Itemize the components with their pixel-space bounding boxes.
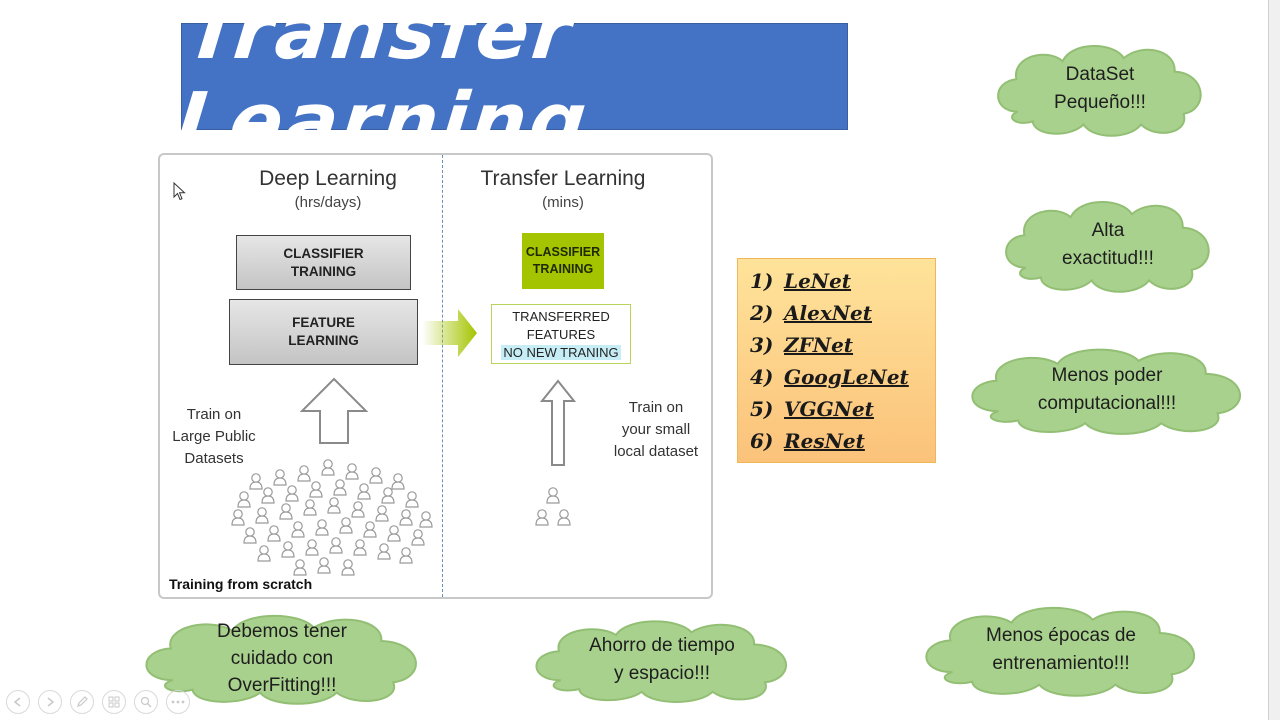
cloud-compute: Menos poder computacional!!! xyxy=(959,344,1255,436)
deep-learning-duration: (hrs/days) xyxy=(294,194,362,211)
cloud-text-line: Menos poder xyxy=(1051,365,1163,386)
see-all-slides-button[interactable] xyxy=(102,690,126,714)
pen-tool-button[interactable] xyxy=(70,690,94,714)
pen-icon xyxy=(77,696,88,707)
cloud-text-line: computacional!!! xyxy=(1037,393,1177,414)
list-name: GoogLeNet xyxy=(784,365,909,389)
mouse-pointer-icon xyxy=(173,182,186,201)
list-number: 1) xyxy=(750,269,774,293)
box-label: TRANSFERRED xyxy=(512,309,610,324)
previous-slide-button[interactable] xyxy=(6,690,30,714)
slim-arrow-up-icon xyxy=(540,379,576,466)
cloud-text-line: y espacio!!! xyxy=(613,663,711,684)
side-text-line: Large Public xyxy=(172,428,256,445)
side-text-line: Train on xyxy=(186,406,242,423)
cloud-text-line: Menos épocas de xyxy=(986,625,1136,646)
side-text-line: Train on xyxy=(628,399,684,416)
list-item: 2) AlexNet xyxy=(750,297,935,329)
train-large-dataset-label: Train on Large Public Datasets xyxy=(160,404,268,470)
list-name: AlexNet xyxy=(784,301,873,325)
train-small-dataset-label: Train on your small local dataset xyxy=(600,397,712,463)
deep-learning-heading: Deep Learning xyxy=(259,167,397,190)
list-number: 6) xyxy=(750,429,774,453)
ellipsis-icon xyxy=(171,700,185,704)
list-number: 4) xyxy=(750,365,774,389)
cloud-text-line: Debemos tener xyxy=(217,620,347,642)
cloud-text-line: cuidado con xyxy=(230,647,334,669)
presentation-toolbar xyxy=(6,690,190,716)
classifier-training-box: CLASSIFIER TRAINING xyxy=(236,235,411,290)
transfer-classifier-training-box: CLASSIFIER TRAINING xyxy=(522,233,604,289)
cloud-shape xyxy=(524,616,800,704)
cloud-text-line: OverFitting!!! xyxy=(227,674,337,696)
vertical-scrollbar[interactable] xyxy=(1268,0,1280,720)
dashed-divider xyxy=(442,155,443,597)
small-dataset-people-icon xyxy=(535,487,571,526)
list-number: 3) xyxy=(750,333,774,357)
box-label: FEATURES xyxy=(526,327,596,342)
feature-learning-box: FEATURE LEARNING xyxy=(229,299,418,365)
side-text-line: your small xyxy=(621,421,691,438)
cnn-architectures-list: 1) LeNet 2) AlexNet 3) ZFNet 4) GoogLeNet 5)… xyxy=(737,258,936,463)
transferred-features-box: TRANSFERRED FEATURES NO NEW TRANING xyxy=(491,304,631,364)
cloud-time-space: Ahorro de tiempo y espacio!!! xyxy=(524,616,800,704)
list-item: 6) ResNet xyxy=(750,425,935,457)
cloud-accuracy: Alta exactitud!!! xyxy=(996,196,1220,294)
next-slide-button[interactable] xyxy=(38,690,62,714)
list-number: 2) xyxy=(750,301,774,325)
cloud-text-line: Ahorro de tiempo xyxy=(589,635,735,656)
chevron-right-icon xyxy=(47,697,55,707)
transfer-learning-heading: Transfer Learning xyxy=(480,167,646,190)
box-label: CLASSIFIER xyxy=(283,245,364,261)
cloud-epochs: Menos épocas de entrenamiento!!! xyxy=(913,602,1209,698)
list-item: 5) VGGNet xyxy=(750,393,935,425)
box-label: FEATURE xyxy=(292,315,355,330)
transfer-learning-duration: (mins) xyxy=(542,194,584,211)
side-text-line: local dataset xyxy=(613,443,699,460)
list-item: 1) LeNet xyxy=(750,265,935,297)
box-label: TRAINING xyxy=(532,262,594,276)
list-name: VGGNet xyxy=(784,397,874,421)
list-name: ZFNet xyxy=(784,333,854,357)
box-label: LEARNING xyxy=(288,333,359,348)
cloud-text-line: Alta xyxy=(1091,220,1125,241)
list-name: ResNet xyxy=(784,429,865,453)
slides-grid-icon xyxy=(108,696,120,708)
no-new-training-highlight: NO NEW TRANING xyxy=(501,345,621,360)
slide-title: Transfer Learning xyxy=(172,0,594,167)
side-text-line: Datasets xyxy=(184,450,244,467)
zoom-button[interactable] xyxy=(134,690,158,714)
list-name: LeNet xyxy=(784,269,852,293)
gradient-arrow-right-icon xyxy=(422,309,477,357)
chevron-left-icon xyxy=(13,697,21,707)
more-options-button[interactable] xyxy=(166,690,190,714)
list-number: 5) xyxy=(750,397,774,421)
training-from-scratch-label: Training from scratch xyxy=(169,576,313,592)
cloud-text-line: DataSet xyxy=(1065,64,1135,85)
title-banner: Transfer Learning xyxy=(173,0,848,167)
box-label: CLASSIFIER xyxy=(525,245,601,259)
cloud-shape xyxy=(988,40,1212,138)
cloud-text-line: exactitud!!! xyxy=(1062,248,1154,269)
cloud-shape xyxy=(133,610,431,706)
large-dataset-people-icon xyxy=(231,459,433,576)
cloud-text-line: entrenamiento!!! xyxy=(992,653,1130,674)
list-item: 4) GoogLeNet xyxy=(750,361,935,393)
outline-arrow-up-icon xyxy=(300,377,368,444)
cloud-shape xyxy=(959,344,1255,436)
cloud-shape xyxy=(996,196,1220,294)
transfer-learning-diagram: Deep Learning (hrs/days) CLASSIFIER TRAIN… xyxy=(158,153,713,599)
cloud-text-line: Pequeño!!! xyxy=(1054,92,1146,113)
cloud-shape xyxy=(913,602,1209,698)
list-item: 3) ZFNet xyxy=(750,329,935,361)
magnifier-icon xyxy=(140,696,152,708)
box-label: TRAINING xyxy=(290,263,357,279)
